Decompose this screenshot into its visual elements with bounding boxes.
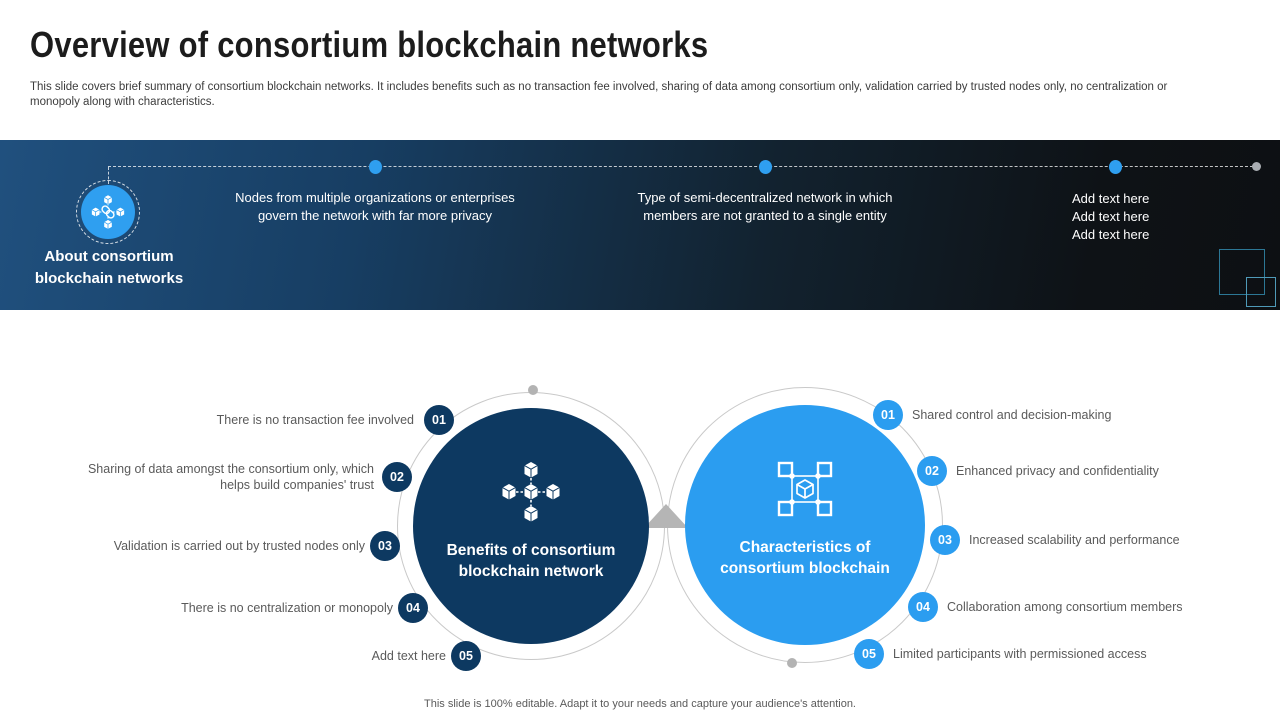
about-icon-circle — [81, 185, 135, 239]
page-title: Overview of consortium blockchain networ… — [30, 24, 709, 65]
about-icon-dashed-ring — [76, 180, 140, 244]
benefit-badge-4: 04 — [398, 593, 428, 623]
framed-cube-icon — [777, 461, 833, 517]
characteristics-orbit-dot — [787, 658, 797, 668]
editable-note: This slide is 100% editable. Adapt it to… — [424, 698, 856, 710]
benefit-badge-2: 02 — [382, 462, 412, 492]
characteristic-item-text-5: Limited participants with permissioned a… — [893, 647, 1147, 661]
network-nodes-icon — [91, 194, 125, 230]
characteristic-item-text-1: Shared control and decision-making — [912, 408, 1112, 422]
timeline-dashed-line — [108, 166, 1258, 167]
characteristic-item-text-4: Collaboration among consortium members — [947, 600, 1183, 614]
characteristic-badge-4: 04 — [908, 592, 938, 622]
benefits-orbit-dot — [528, 385, 538, 395]
banner-note-3: Add text here Add text here Add text her… — [1072, 190, 1149, 244]
banner-note-1: Nodes from multiple organizations or ent… — [235, 190, 515, 223]
banner-note-2: Type of semi-decentralized network in wh… — [637, 190, 893, 223]
benefit-item-text-3: Validation is carried out by trusted nod… — [113, 539, 365, 553]
benefit-item-text-1: There is no transaction fee involved — [216, 413, 414, 427]
decorative-square-large — [1219, 249, 1265, 295]
benefits-circle: Benefits of consortium blockchain networ… — [413, 408, 649, 644]
benefit-item-text-5: Add text here — [371, 649, 446, 663]
benefit-badge-1: 01 — [424, 405, 454, 435]
timeline-end-dot — [1252, 162, 1261, 171]
characteristic-badge-3: 03 — [930, 525, 960, 555]
benefit-item-text-4: There is no centralization or monopoly — [181, 601, 393, 615]
up-arrow-connector — [644, 504, 688, 528]
characteristics-circle: Characteristics of consortium blockchain — [685, 405, 925, 645]
benefits-circle-title: Benefits of consortium blockchain networ… — [446, 542, 616, 580]
slide-description-line2: monopoly along with characteristics. — [30, 96, 215, 108]
benefit-badge-3: 03 — [370, 531, 400, 561]
add-text-placeholder: Add text here — [1072, 227, 1150, 242]
benefit-item-text-2: Sharing of data amongst the consortium o… — [87, 462, 374, 492]
slide-description: This slide covers brief summary of conso… — [30, 80, 1250, 110]
slide-description-line1: This slide covers brief summary of conso… — [30, 81, 1168, 93]
characteristics-circle-title: Characteristics of consortium blockchain — [720, 539, 890, 577]
timeline-dot-1 — [369, 160, 382, 174]
benefit-badge-5: 05 — [451, 641, 481, 671]
timeline-dot-2 — [759, 160, 772, 174]
characteristic-badge-1: 01 — [873, 400, 903, 430]
add-text-placeholder: Add text here — [1072, 209, 1150, 224]
characteristic-badge-2: 02 — [917, 456, 947, 486]
decorative-square-small — [1246, 277, 1276, 307]
characteristic-item-text-3: Increased scalability and performance — [969, 533, 1180, 547]
about-banner-label: About consortium blockchain networks — [34, 248, 184, 287]
linked-cubes-icon — [502, 461, 560, 523]
characteristic-item-text-2: Enhanced privacy and confidentiality — [956, 464, 1159, 478]
timeline-connector-line — [108, 167, 109, 184]
timeline-dot-3 — [1109, 160, 1122, 174]
add-text-placeholder: Add text here — [1072, 191, 1150, 206]
characteristic-badge-5: 05 — [854, 639, 884, 669]
about-banner: About consortium blockchain networks Nod… — [0, 140, 1280, 310]
